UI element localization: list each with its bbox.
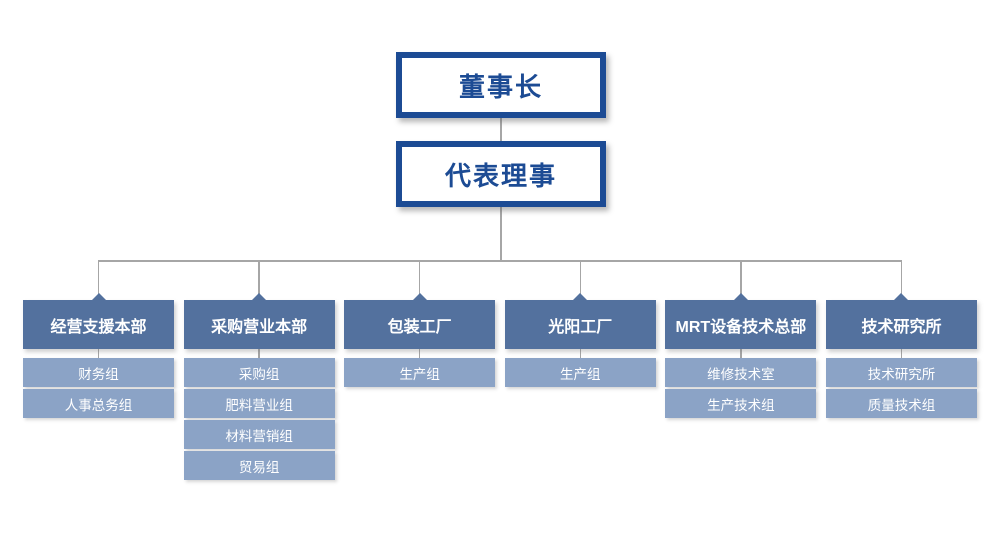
sub-item: 生产技术组	[665, 389, 817, 418]
sub-item: 生产组	[344, 358, 496, 387]
column-mrt-equipment-tech: MRT设备技术总部 维修技术室 生产技术组	[665, 260, 817, 480]
sub-item: 人事总务组	[23, 389, 174, 418]
drop-line	[900, 260, 903, 300]
sub-item: 技术研究所	[825, 358, 977, 387]
dept-sub-connector	[579, 349, 582, 358]
org-node-chairman: 董事长	[396, 52, 606, 118]
drop-line	[740, 260, 742, 300]
column-packaging-factory: 包装工厂 生产组	[344, 260, 496, 480]
dept-sub-connector	[418, 349, 421, 358]
column-purchasing-sales: 采购营业本部 采购组 肥料营业组 材料营销组 贸易组	[183, 260, 335, 480]
sub-item: 财务组	[23, 358, 174, 387]
dept-header: MRT设备技术总部	[665, 300, 817, 349]
sub-item: 贸易组	[183, 451, 335, 480]
arrowhead-up-icon	[573, 293, 588, 300]
sub-item: 生产组	[504, 358, 656, 387]
sub-item: 材料营销组	[183, 420, 335, 449]
department-columns: 经营支援本部 财务组 人事总务组 采购营业本部 采购组 肥料营业组 材料营销组 …	[23, 260, 977, 480]
sub-item: 采购组	[183, 358, 335, 387]
column-management-support: 经营支援本部 财务组 人事总务组	[23, 260, 174, 480]
drop-line	[418, 260, 421, 300]
connector-bus-line	[98, 260, 902, 262]
dept-header: 经营支援本部	[23, 300, 174, 349]
sub-item: 肥料营业组	[183, 389, 335, 418]
arrowhead-up-icon	[733, 293, 748, 300]
sub-item: 质量技术组	[825, 389, 977, 418]
dept-sub-connector	[900, 349, 903, 358]
connector-chairman-to-director	[500, 118, 502, 141]
drop-line	[579, 260, 582, 300]
org-node-representative-director: 代表理事	[396, 141, 606, 207]
arrowhead-up-icon	[412, 293, 427, 300]
dept-sub-connector	[258, 349, 260, 358]
drop-line	[258, 260, 260, 300]
arrowhead-up-icon	[894, 293, 909, 300]
dept-sub-connector	[97, 349, 100, 358]
arrowhead-up-icon	[91, 293, 106, 300]
dept-header: 光阳工厂	[504, 300, 656, 349]
sub-item: 维修技术室	[665, 358, 817, 387]
column-gwangyang-factory: 光阳工厂 生产组	[504, 260, 656, 480]
column-tech-research: 技术研究所 技术研究所 质量技术组	[825, 260, 977, 480]
dept-sub-connector	[740, 349, 742, 358]
dept-header: 包装工厂	[344, 300, 496, 349]
dept-header: 采购营业本部	[183, 300, 335, 349]
arrowhead-up-icon	[252, 293, 267, 300]
connector-director-to-bus	[500, 207, 502, 260]
representative-director-label: 代表理事	[444, 160, 557, 191]
drop-line	[97, 260, 100, 300]
chairman-label: 董事长	[458, 71, 543, 102]
dept-header: 技术研究所	[825, 300, 977, 349]
